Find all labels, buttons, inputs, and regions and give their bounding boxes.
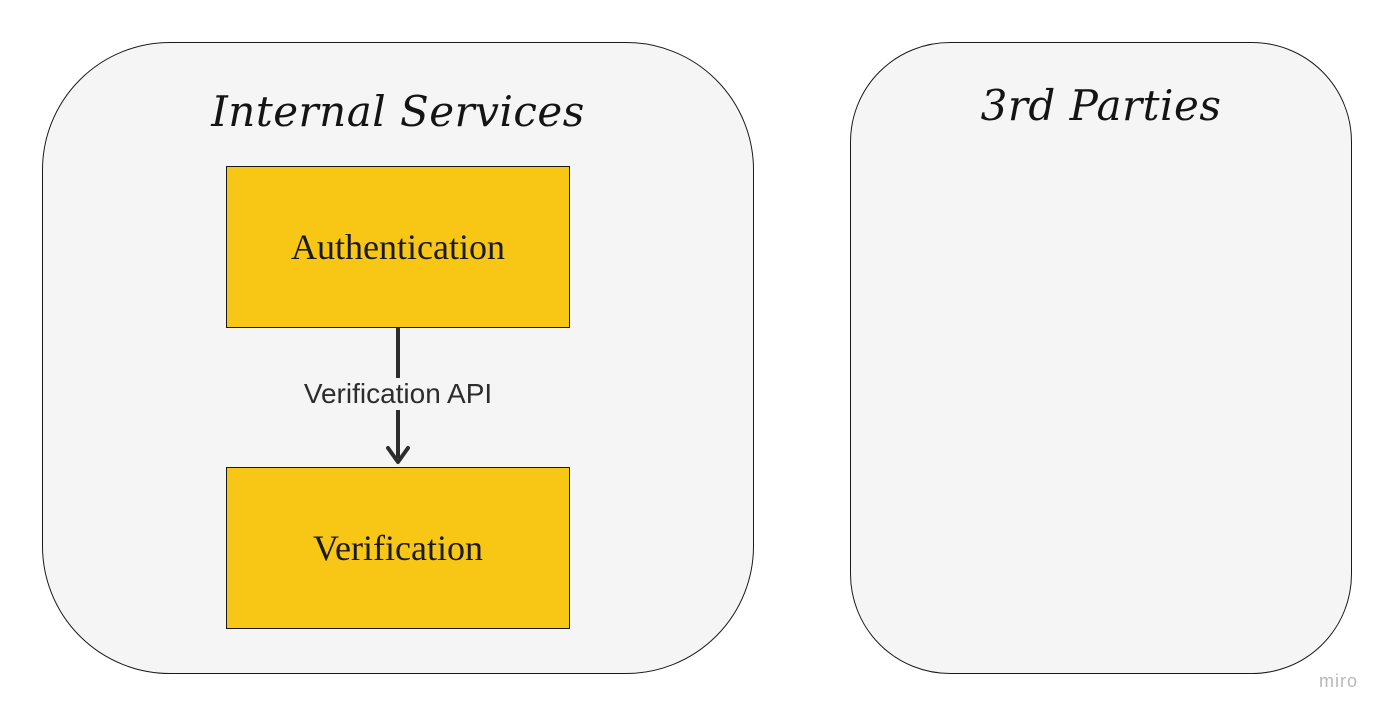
group-title-internal-services: Internal Services [211, 87, 585, 136]
node-verification-label: Verification [313, 528, 483, 568]
miro-watermark: miro [1319, 671, 1358, 691]
group-third-parties: 3rd Parties [850, 42, 1352, 674]
node-authentication-label: Authentication [291, 227, 505, 267]
node-verification[interactable]: Verification [226, 467, 570, 629]
node-authentication[interactable]: Authentication [226, 166, 570, 328]
edge-label-verification-api: Verification API [260, 378, 536, 410]
group-title-third-parties: 3rd Parties [980, 81, 1222, 130]
